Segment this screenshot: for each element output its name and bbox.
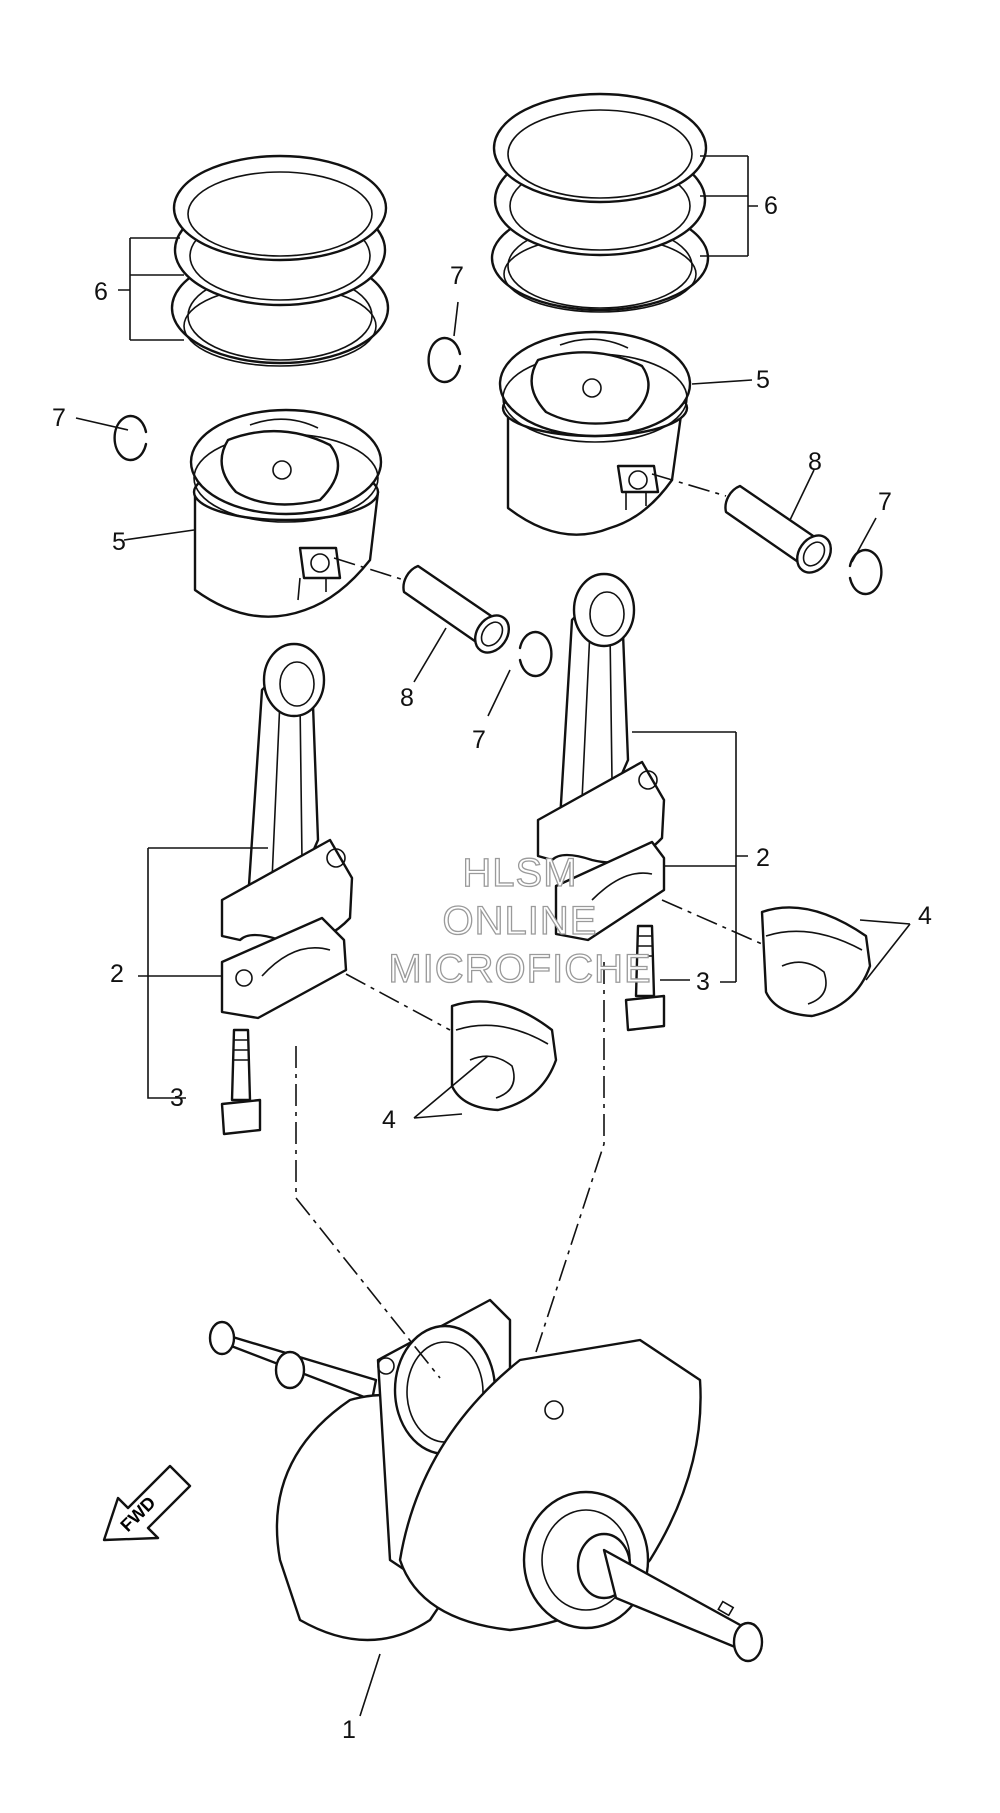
piston-pin-right — [724, 484, 833, 574]
crankshaft — [208, 1298, 764, 1663]
conrod-bearing-left — [450, 1000, 558, 1112]
circlip-4 — [848, 548, 883, 596]
callout-3-left: 3 — [170, 1084, 184, 1112]
callout-7-b: 7 — [450, 262, 464, 290]
callout-2-right: 2 — [756, 844, 770, 872]
callout-6-left: 6 — [94, 278, 108, 306]
callout-8-right: 8 — [808, 448, 822, 476]
connecting-rod-right — [536, 572, 666, 942]
conrod-bearing-right — [760, 906, 872, 1018]
leader-lines — [75, 155, 911, 1717]
callout-4-right: 4 — [918, 902, 932, 930]
watermark-line-3: MICROFICHE — [388, 947, 651, 991]
connecting-rod-left — [220, 642, 354, 1020]
callout-8-left: 8 — [400, 684, 414, 712]
callout-3-right: 3 — [696, 968, 710, 996]
conrod-bolt-right — [624, 924, 666, 1032]
callout-2-left: 2 — [110, 960, 124, 988]
piston-rings-right — [490, 92, 710, 313]
callout-7-c: 7 — [878, 488, 892, 516]
circlip-1 — [113, 414, 148, 462]
callout-7-a: 7 — [52, 404, 66, 432]
callout-6-right: 6 — [764, 192, 778, 220]
conrod-bolt-left — [220, 1028, 262, 1136]
watermark-line-1: HLSM — [462, 851, 577, 895]
watermark-line-2: ONLINE — [443, 899, 598, 943]
circlip-3 — [518, 630, 553, 678]
callout-4-left: 4 — [382, 1106, 396, 1134]
fwd-direction-arrow: FWD — [102, 1464, 192, 1542]
watermark: HLSM ONLINE MICROFICHE — [388, 850, 652, 991]
piston-right — [498, 330, 692, 536]
piston-left — [189, 408, 383, 618]
callout-labels: 1 2 2 3 3 4 4 5 5 6 6 7 7 7 7 8 8 — [52, 192, 932, 1744]
callout-7-d: 7 — [472, 726, 486, 754]
circlip-2 — [427, 336, 462, 384]
callout-1: 1 — [342, 1716, 356, 1744]
callout-5-right: 5 — [756, 366, 770, 394]
piston-pin-left — [402, 564, 511, 654]
callout-5-left: 5 — [112, 528, 126, 556]
piston-rings-left — [170, 154, 390, 367]
